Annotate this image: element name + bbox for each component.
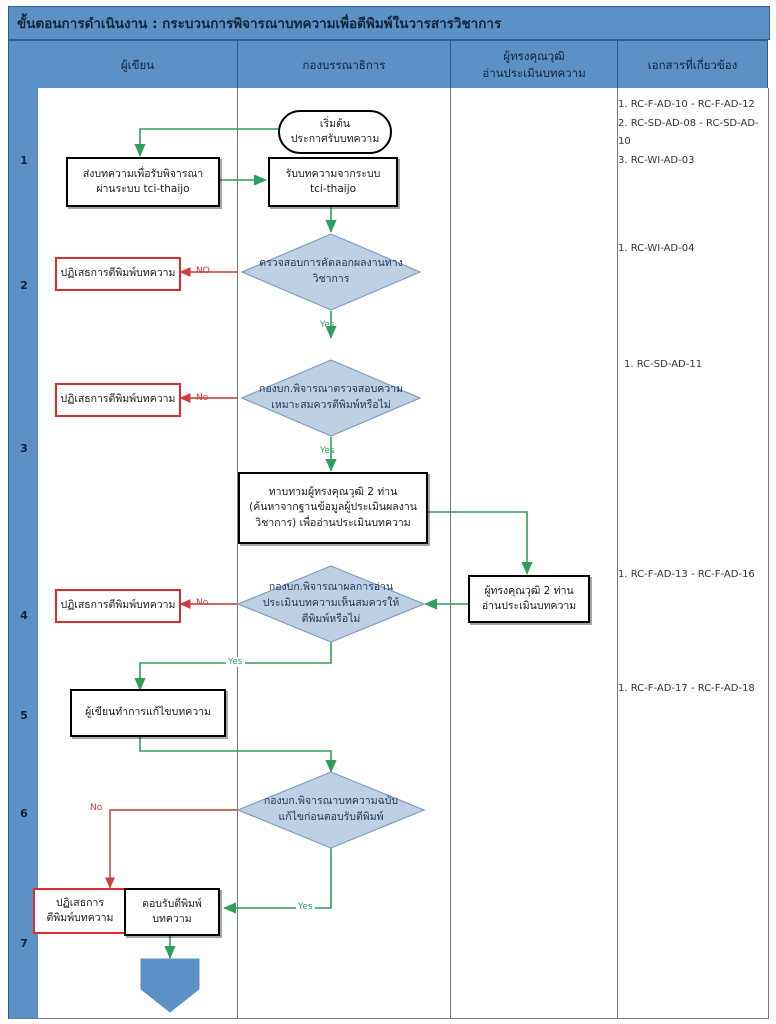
node-reject-row7-line1: ปฏิเสธการ	[55, 896, 104, 909]
node-start[interactable]: เริ่มต้น ประกาศรับบทความ	[278, 110, 392, 154]
row-number-6: 6	[8, 758, 40, 869]
node-invite-reviewers[interactable]: ทาบทามผู้ทรงคุณวุฒิ 2 ท่าน (ค้นหาจากฐานข…	[238, 472, 428, 544]
node-invite-line3: วิชาการ) เพื่ออ่านประเมินบทความ	[255, 516, 411, 529]
header-cell-editor: กองบรรณาธิการ	[238, 40, 451, 90]
node-plagiarism-line1: ตรวจสอบการคัดลอกผลงานทาง	[259, 257, 403, 270]
doc-item: 1. RC-WI-AD-04	[618, 243, 695, 254]
node-reject-row4-label: ปฏิเสธการตีพิมพ์บทความ	[60, 599, 176, 612]
row-number-2: 2	[8, 232, 40, 339]
node-invite-line2: (ค้นหาจากฐานข้อมูลผู้ประเมินผลงาน	[249, 501, 417, 514]
edge-label-yes-row2: Yes	[320, 320, 335, 330]
node-reject-row7-line2: ตีพิมพ์บทความ	[46, 912, 114, 924]
docs-cell-row-5: 1. RC-F-AD-17 - RC-F-AD-18	[618, 680, 773, 699]
doc-item: 1. RC-SD-AD-11	[624, 359, 703, 370]
docs-cell-row-2: 1. RC-WI-AD-04	[618, 240, 768, 259]
node-suitability-line1: กองบก.พิจารณาตรวจสอบความ	[258, 383, 404, 396]
header-label-author: ผู้เขียน	[120, 57, 155, 72]
doc-item: 1. RC-F-AD-10 - RC-F-AD-12	[618, 99, 755, 110]
docs-cell-row-3: 1. RC-SD-AD-11	[624, 356, 774, 375]
column-divider-reviewer	[617, 88, 618, 1018]
row-number-1: 1	[8, 88, 40, 233]
node-author-revise-label: ผู้เขียนทำการแก้ไขบทความ	[85, 706, 211, 719]
edge-label-no-row4: No	[196, 598, 209, 608]
node-evaluate-line1: กองบก.พิจารณาผลการอ่าน	[268, 581, 394, 594]
docs-cell-row-4: 1. RC-F-AD-13 - RC-F-AD-16	[618, 566, 773, 585]
node-submit-line1: ส่งบทความเพื่อรับพิจารณา	[82, 167, 204, 180]
node-start-line1: เริ่มต้น	[319, 117, 351, 130]
node-suitability-check[interactable]: กองบก.พิจารณาตรวจสอบความ เหมาะสมควรตีพิม…	[246, 374, 416, 422]
header-cell-no	[8, 40, 39, 90]
node-plagiarism-check[interactable]: ตรวจสอบการคัดลอกผลงานทาง วิชาการ	[246, 248, 416, 296]
node-receive-line1: รับบทความจากระบบ	[285, 167, 381, 180]
edge-label-no-row6: No	[88, 803, 105, 813]
node-reviewers-line1: ผู้ทรงคุณวุฒิ 2 ท่าน	[484, 584, 574, 597]
edge-label-yes-row7: Yes	[296, 902, 315, 912]
node-invite-line1: ทาบทามผู้ทรงคุณวุฒิ 2 ท่าน	[268, 486, 398, 499]
node-submit-article[interactable]: ส่งบทความเพื่อรับพิจารณา ผ่านระบบ tci-th…	[66, 157, 220, 207]
node-evaluate-line3: ตีพิมพ์หรือไม่	[301, 612, 361, 625]
doc-item: 1. RC-F-AD-17 - RC-F-AD-18	[618, 683, 755, 694]
header-cell-reviewer: ผู้ทรงคุณวุฒิ อ่านประเมินบทความ	[451, 40, 618, 90]
node-reject-row3[interactable]: ปฏิเสธการตีพิมพ์บทความ	[55, 383, 181, 417]
page-title-bar: ขั้นตอนการดำเนินงาน : กระบวนการพิจารณาบท…	[8, 6, 770, 40]
edge-label-yes-row3: Yes	[320, 446, 335, 456]
node-receive-line2: tci-thaijo	[309, 183, 357, 195]
header-cell-author: ผู้เขียน	[38, 40, 238, 90]
header-label-editor: กองบรรณาธิการ	[302, 57, 386, 72]
column-divider-editor	[450, 88, 451, 1018]
header-label-docs: เอกสารที่เกี่ยวข้อง	[647, 57, 738, 72]
edge-label-no-row3: No	[196, 393, 209, 403]
row-number-5: 5	[8, 672, 40, 759]
edge-label-yes-row4: Yes	[226, 657, 245, 667]
row-number-3: 3	[8, 338, 40, 559]
node-author-revise[interactable]: ผู้เขียนทำการแก้ไขบทความ	[70, 689, 226, 737]
doc-item: 1. RC-F-AD-13 - RC-F-AD-16	[618, 569, 755, 580]
row-number-4: 4	[8, 558, 40, 673]
node-plagiarism-line2: วิชาการ	[312, 273, 350, 285]
node-receive-article[interactable]: รับบทความจากระบบ tci-thaijo	[268, 157, 398, 207]
node-start-line2: ประกาศรับบทความ	[290, 133, 380, 145]
header-cell-docs: เอกสารที่เกี่ยวข้อง	[618, 40, 768, 90]
node-reviewers-line2: อ่านประเมินบทความ	[481, 600, 577, 612]
node-reject-row4[interactable]: ปฏิเสธการตีพิมพ์บทความ	[55, 589, 181, 623]
node-accept-line2: บทความ	[152, 913, 192, 925]
node-evaluate-line2: ประเมินบทความเห็นสมควรให้	[262, 597, 400, 610]
node-finalcheck-line1: กองบก.พิจารณาบทความฉบับ	[263, 795, 399, 808]
header-label-reviewer: ผู้ทรงคุณวุฒิ อ่านประเมินบทความ	[482, 49, 586, 80]
node-evaluate-result[interactable]: กองบก.พิจารณาผลการอ่าน ประเมินบทความเห็น…	[248, 576, 414, 632]
node-accept-publish[interactable]: ตอบรับตีพิมพ์ บทความ	[124, 888, 220, 936]
node-reject-row2[interactable]: ปฏิเสธการตีพิมพ์บทความ	[55, 257, 181, 291]
node-reject-row3-label: ปฏิเสธการตีพิมพ์บทความ	[60, 393, 176, 406]
doc-item: 2. RC-SD-AD-08 - RC-SD-AD-10	[618, 117, 759, 148]
docs-cell-row-1: 1. RC-F-AD-10 - RC-F-AD-12 2. RC-SD-AD-0…	[618, 96, 768, 170]
doc-item: 3. RC-WI-AD-03	[618, 154, 695, 166]
edge-label-no-row2: NO	[196, 266, 210, 276]
node-final-check[interactable]: กองบก.พิจารณาบทความฉบับ แก้ไขก่อนตอบรับต…	[248, 786, 414, 834]
node-reviewers-read[interactable]: ผู้ทรงคุณวุฒิ 2 ท่าน อ่านประเมินบทความ	[468, 575, 590, 623]
node-reject-row2-label: ปฏิเสธการตีพิมพ์บทความ	[60, 267, 176, 280]
node-submit-line2: ผ่านระบบ tci-thaijo	[96, 183, 190, 195]
node-accept-line1: ตอบรับตีพิมพ์	[142, 897, 202, 910]
node-suitability-line2: เหมาะสมควรตีพิมพ์หรือไม่	[271, 399, 391, 411]
node-finalcheck-line2: แก้ไขก่อนตอบรับตีพิมพ์	[278, 811, 384, 823]
page-title: ขั้นตอนการดำเนินงาน : กระบวนการพิจารณาบท…	[17, 16, 502, 32]
table-header-row: ผู้เขียน กองบรรณาธิการ ผู้ทรงคุณวุฒิ อ่า…	[8, 40, 768, 90]
column-divider-author	[237, 88, 238, 1018]
node-reject-row7[interactable]: ปฏิเสธการ ตีพิมพ์บทความ	[33, 888, 127, 934]
